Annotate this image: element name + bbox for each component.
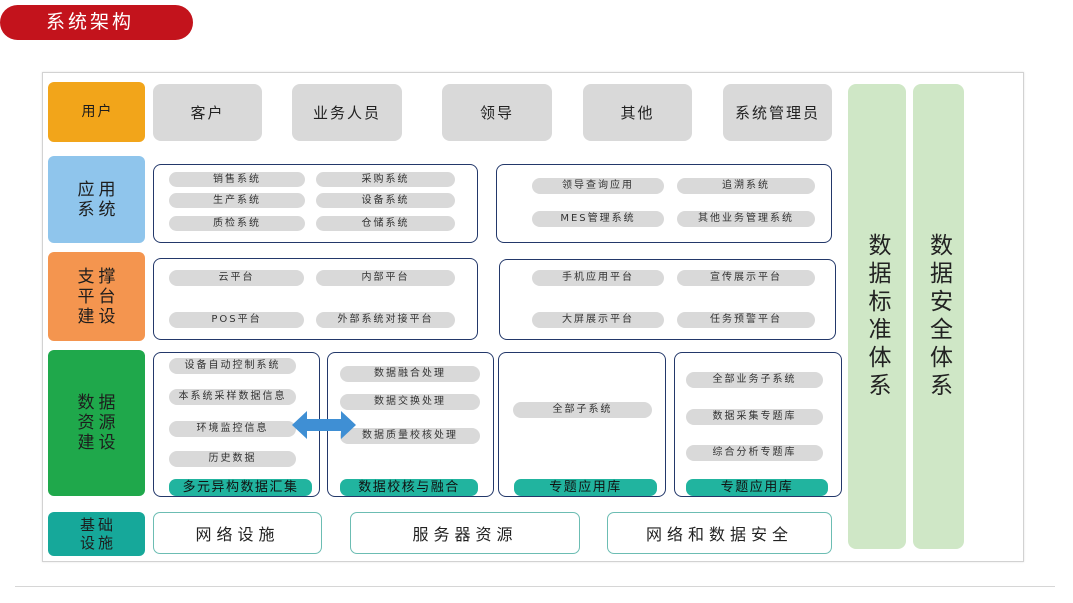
app-pill: 其他业务管理系统 [677,211,815,227]
double-arrow-icon [292,411,356,439]
platform-pill: 外部系统对接平台 [316,312,455,328]
layer-label-line: 资源 [77,413,120,433]
side-column-label: 数据安全体系 [925,232,952,401]
layer-label-infrastructure: 基础 设施 [48,512,145,556]
app-pill: 领导查询应用 [532,178,664,194]
app-pill: 生产系统 [169,193,305,208]
platform-group-infra: 云平台 内部平台 POS平台 外部系统对接平台 [153,258,478,340]
layer-label-line: 系统 [77,199,120,220]
data-pill: 综合分析专题库 [686,445,823,461]
bottom-divider [15,586,1055,587]
layer-label-line: 平台 [77,286,120,307]
data-group-verification: 数据融合处理 数据交换处理 数据质量校核处理 数据校核与融合 [327,352,494,497]
slide-title-banner: 系统架构 [0,5,193,40]
slide-title: 系统架构 [46,11,135,33]
platform-pill: POS平台 [169,312,304,328]
app-group-business: 销售系统 采购系统 生产系统 设备系统 质检系统 仓储系统 [153,164,478,243]
user-item-sysadmin: 系统管理员 [723,84,832,141]
data-group-footer: 专题应用库 [686,479,828,496]
data-group-footer: 专题应用库 [514,479,657,496]
data-pill: 环境监控信息 [169,421,296,437]
app-pill: MES管理系统 [532,211,664,227]
layer-label-line: 支撑 [77,266,120,287]
data-pill: 数据采集专题库 [686,409,823,425]
data-group-footer: 多元异构数据汇集 [169,479,312,496]
app-pill: 质检系统 [169,216,305,231]
side-column-label: 数据标准体系 [864,232,890,401]
layer-label-line: 应用 [77,179,120,200]
layer-label-platform: 支撑 平台 建设 [48,252,145,341]
data-group-collection: 设备自动控制系统 本系统采样数据信息 环境监控信息 历史数据 多元异构数据汇集 [153,352,320,497]
data-pill: 数据质量校核处理 [340,428,480,444]
layer-label-text: 用户 [81,104,114,120]
app-pill: 仓储系统 [316,216,455,231]
layer-label-apps: 应用 系统 [48,156,145,243]
layer-label-line: 数据 [77,393,120,413]
data-pill: 全部子系统 [513,402,652,418]
app-pill: 设备系统 [316,193,455,208]
data-pill: 数据融合处理 [340,366,480,382]
user-item-business-staff: 业务人员 [292,84,402,141]
side-column-data-standard: 数据标准体系 [848,84,906,549]
data-pill: 历史数据 [169,451,296,467]
platform-group-display: 手机应用平台 宣传展示平台 大屏展示平台 任务预警平台 [499,259,836,340]
data-pill: 设备自动控制系统 [169,358,296,374]
data-pill: 本系统采样数据信息 [169,389,296,405]
layer-label-line: 基础 [79,516,116,534]
platform-pill: 手机应用平台 [532,270,664,286]
platform-pill: 任务预警平台 [677,312,815,328]
app-pill: 采购系统 [316,172,455,187]
layer-label-line: 建设 [77,306,120,327]
layer-label-users: 用户 [48,82,145,142]
user-item-customer: 客户 [153,84,262,141]
app-pill: 销售系统 [169,172,305,187]
data-group-footer: 数据校核与融合 [340,479,478,496]
data-pill: 数据交换处理 [340,394,480,410]
layer-label-line: 设施 [79,534,116,552]
app-pill: 追溯系统 [677,178,815,194]
platform-pill: 内部平台 [316,270,455,286]
layer-label-data: 数据 资源 建设 [48,350,145,496]
infra-item-network: 网络设施 [153,512,322,554]
app-group-management: 领导查询应用 追溯系统 MES管理系统 其他业务管理系统 [496,164,832,243]
user-item-other: 其他 [583,84,692,141]
infra-item-servers: 服务器资源 [350,512,580,554]
platform-pill: 宣传展示平台 [677,270,815,286]
data-group-topic-library-a: 全部子系统 专题应用库 [498,352,666,497]
side-column-data-security: 数据安全体系 [913,84,964,549]
data-group-topic-library-b: 全部业务子系统 数据采集专题库 综合分析专题库 专题应用库 [674,352,842,497]
user-item-leadership: 领导 [442,84,552,141]
platform-pill: 云平台 [169,270,304,286]
data-pill: 全部业务子系统 [686,372,823,388]
layer-label-line: 建设 [77,433,120,453]
infra-item-security: 网络和数据安全 [607,512,832,554]
platform-pill: 大屏展示平台 [532,312,664,328]
